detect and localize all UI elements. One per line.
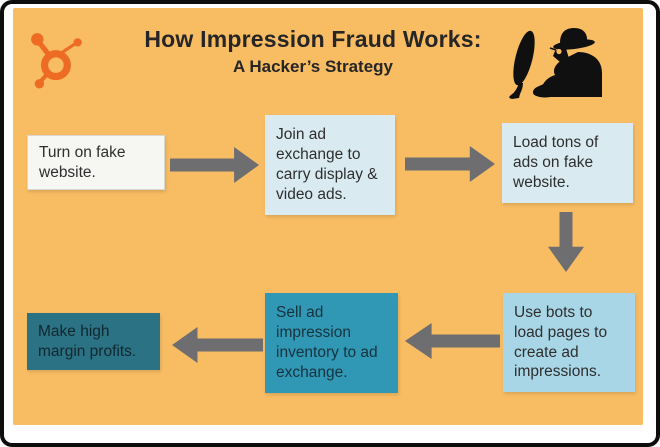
arrow-down-step3-step4 [548, 212, 584, 272]
flow-step-2-label: Join ad exchange to carry display & vide… [276, 126, 378, 203]
flow-step-4: Use bots to load pages to create ad impr… [503, 293, 635, 392]
flow-step-1-label: Turn on fake website. [39, 143, 126, 181]
arrow-right-step2-step3 [405, 146, 495, 182]
flow-step-2: Join ad exchange to carry display & vide… [265, 115, 395, 215]
header: How Impression Fraud Works: A Hacker’s S… [103, 26, 523, 77]
orange-canvas: How Impression Fraud Works: A Hacker’s S… [13, 8, 643, 425]
flow-step-6: Make high margin profits. [27, 313, 160, 370]
flow-step-6-label: Make high margin profits. [38, 322, 137, 360]
arrow-left-step5-step6 [172, 327, 263, 363]
page-title: How Impression Fraud Works: [144, 26, 482, 52]
flow-step-5-label: Sell ad impression inventory to ad excha… [276, 304, 378, 381]
hubspot-sprocket-icon [31, 33, 82, 89]
arrow-left-step4-step5 [405, 323, 500, 359]
flow-step-3: Load tons of ads on fake website. [502, 123, 633, 203]
arrow-right-step1-step2 [170, 147, 259, 183]
hacker-at-computer-icon [509, 28, 602, 99]
page-subtitle: A Hacker’s Strategy [232, 57, 393, 76]
flow-step-5: Sell ad impression inventory to ad excha… [265, 293, 398, 393]
flow-step-1: Turn on fake website. [27, 135, 165, 190]
flow-step-4-label: Use bots to load pages to create ad impr… [514, 303, 608, 381]
flow-step-3-label: Load tons of ads on fake website. [513, 134, 599, 191]
